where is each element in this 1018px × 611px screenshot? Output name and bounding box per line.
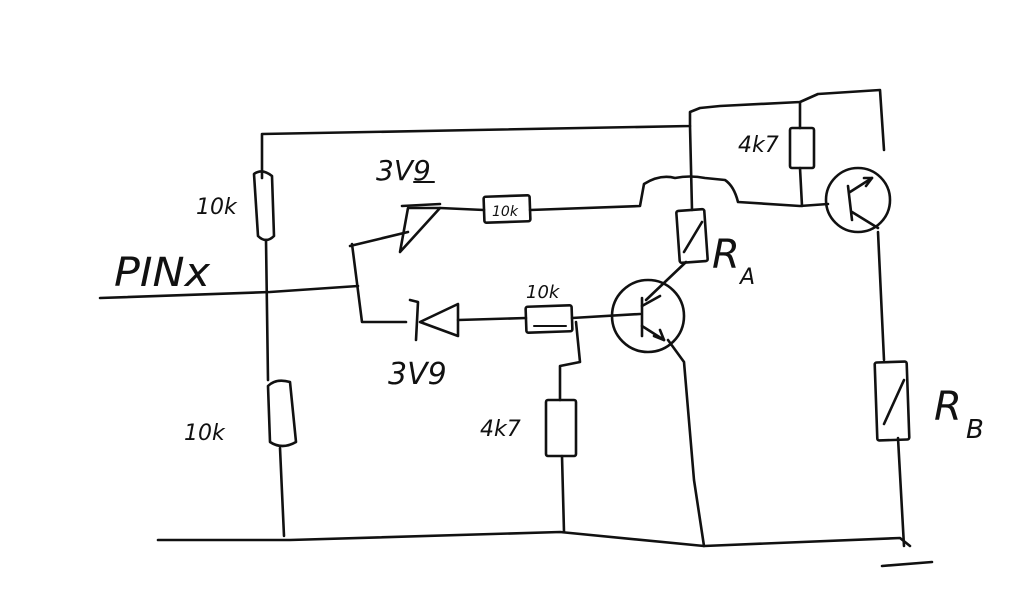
npn-collector-wire [644,260,688,302]
label-rb-letter: R [934,384,962,430]
resistor-divider-bottom [266,379,298,448]
pnp-drive-wire [528,175,830,212]
top-zener-wire [438,206,486,212]
pullup-bottom-wire [798,166,804,208]
ground-rail-wire [156,530,912,548]
pin-input-wire [98,284,360,300]
resistor-load-a [675,207,709,265]
rb-ground-wire [896,436,906,548]
resistor-bottom-zener-series [524,303,574,335]
pulldown-branch-wire [558,320,582,402]
divider-mid-wire [264,238,270,382]
label-rb-sub: B [966,415,984,445]
ground-symbol [880,560,934,568]
label-base-pulldown: 4k7 [480,417,521,442]
label-zener-bottom: 3V9 [388,357,447,392]
pin-input-label: PINx [114,250,210,296]
zener-bottom [408,298,460,342]
wires [98,88,934,568]
label-divider-top: 10k [196,195,238,220]
divider-low-wire [278,446,286,538]
npn-emitter-wire [666,338,706,548]
npn-transistor [610,278,686,354]
resistor-top-zener-series [482,193,532,225]
pnp-transistor [824,166,892,234]
pnp-collector-wire [876,230,886,362]
label-ra-sub: A [738,265,755,290]
npn-base-wire [570,312,642,320]
label-ra-letter: R [712,232,740,278]
pulldown-ground-wire [560,454,566,534]
resistor-base-pulldown [544,398,578,458]
top-rail-wire [260,88,886,180]
zener-top [398,202,442,254]
label-pnp-pullup: 4k7 [738,133,779,158]
resistor-load-b [873,360,911,442]
ra-supply-wire [688,124,694,212]
label-top-series: 10k [492,204,519,220]
bottom-zener-wire [456,316,528,322]
resistor-pnp-pullup [788,126,816,170]
label-divider-bottom: 10k [184,421,226,446]
labels: PINx 10k 10k 10k 10k 4k7 4k7 3V9 3V9 R A… [114,133,984,446]
label-bottom-series: 10k [526,282,561,303]
zener-branch-wire [348,230,410,324]
resistor-divider-top [252,170,276,242]
